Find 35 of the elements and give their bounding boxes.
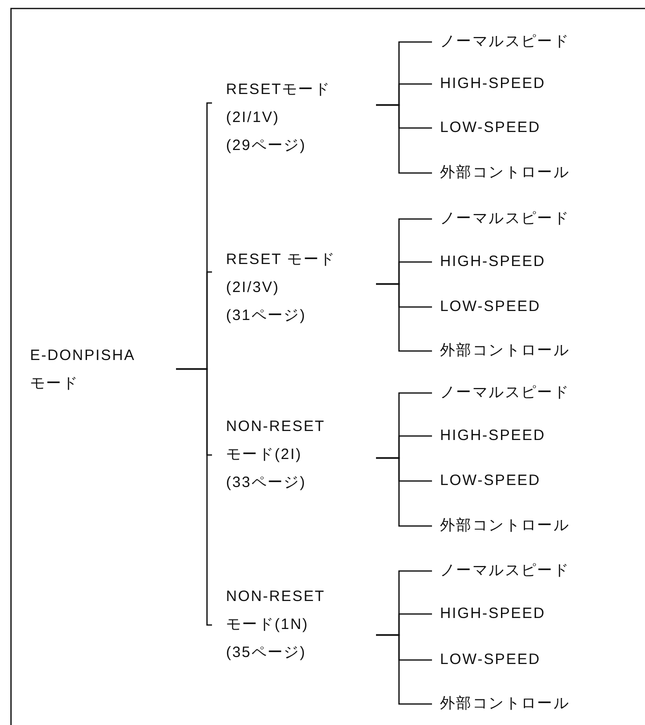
option-label: 外部コントロール bbox=[440, 163, 571, 183]
option-label: ノーマルスピード bbox=[440, 32, 571, 52]
tree-connector bbox=[376, 104, 432, 174]
mode-label: (35ページ) bbox=[226, 643, 308, 663]
option-label: HIGH-SPEED bbox=[440, 604, 546, 624]
mode-label: RESET モード bbox=[226, 250, 337, 270]
root-label: モード bbox=[30, 374, 80, 394]
tree-connector bbox=[376, 457, 432, 527]
mode-label: (31ページ) bbox=[226, 306, 308, 326]
option-label: ノーマルスピード bbox=[440, 561, 571, 581]
mode-label: NON-RESET bbox=[226, 587, 326, 607]
option-label: LOW-SPEED bbox=[440, 118, 542, 138]
option-label: 外部コントロール bbox=[440, 341, 571, 361]
option-label: LOW-SPEED bbox=[440, 471, 542, 491]
mode-label: モード(1N) bbox=[226, 615, 310, 635]
mode-label: (29ページ) bbox=[226, 136, 308, 156]
option-label: ノーマルスピード bbox=[440, 209, 571, 229]
option-label: LOW-SPEED bbox=[440, 297, 542, 317]
mode-label: (2I/1V) bbox=[226, 108, 280, 128]
mode-label: NON-RESET bbox=[226, 417, 326, 437]
tree-connector bbox=[376, 634, 432, 705]
option-label: 外部コントロール bbox=[440, 694, 571, 714]
mode-label: (2I/3V) bbox=[226, 278, 280, 298]
root-label: E-DONPISHA bbox=[30, 346, 136, 366]
tree-connector bbox=[376, 283, 432, 352]
mode-label: モード(2I) bbox=[226, 445, 303, 465]
tree-connector bbox=[176, 368, 212, 626]
option-label: HIGH-SPEED bbox=[440, 252, 546, 272]
mode-label: (33ページ) bbox=[226, 473, 308, 493]
option-label: HIGH-SPEED bbox=[440, 426, 546, 446]
option-label: ノーマルスピード bbox=[440, 383, 571, 403]
option-label: HIGH-SPEED bbox=[440, 74, 546, 94]
option-label: 外部コントロール bbox=[440, 516, 571, 536]
option-label: LOW-SPEED bbox=[440, 650, 542, 670]
mode-label: RESETモード bbox=[226, 80, 332, 100]
